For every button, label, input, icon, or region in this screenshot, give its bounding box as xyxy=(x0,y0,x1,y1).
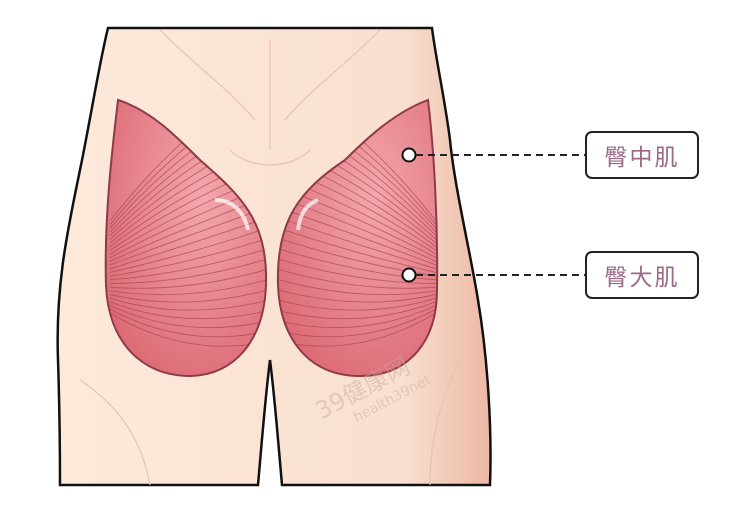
muscle-fiber xyxy=(109,227,267,277)
muscle-fiber xyxy=(109,185,267,262)
muscle-fiber xyxy=(109,300,267,320)
muscle-fiber xyxy=(109,206,267,270)
muscle-fiber xyxy=(277,164,437,255)
leader-lines xyxy=(416,154,585,276)
muscle-fiber xyxy=(277,143,437,248)
muscle-fiber xyxy=(109,308,267,338)
muscle-fiber xyxy=(277,122,437,240)
muscle-fiber xyxy=(277,174,437,259)
marker-gluteus-maximus xyxy=(401,267,417,283)
muscle-fiber xyxy=(277,312,437,347)
muscle-fiber xyxy=(277,195,437,266)
muscle-fiber xyxy=(277,216,437,273)
muscle-fiber xyxy=(109,290,267,311)
muscle-fiber xyxy=(109,305,267,329)
muscle-fiber xyxy=(109,132,267,244)
muscle-fiber xyxy=(277,308,437,338)
muscle-fiber xyxy=(277,300,437,320)
muscle-fiber xyxy=(277,279,437,303)
muscle-fiber xyxy=(277,132,437,244)
skin-contour-lines xyxy=(79,29,461,486)
muscle-fiber xyxy=(109,122,267,240)
muscle-fiber xyxy=(109,143,267,248)
muscle-fiber xyxy=(277,269,437,296)
muscle-fiber xyxy=(277,290,437,311)
muscle-fiber xyxy=(109,269,267,296)
muscle-fiber xyxy=(277,248,437,284)
muscle-fiber xyxy=(277,153,437,251)
muscle-fiber xyxy=(277,258,437,289)
muscle-fiber xyxy=(109,258,267,289)
muscle-fiber xyxy=(277,185,437,262)
muscle-fiber xyxy=(109,237,267,281)
muscle-fiber xyxy=(109,195,267,266)
muscle-fiber xyxy=(109,312,267,347)
muscle-fiber xyxy=(277,305,437,329)
marker-gluteus-medius xyxy=(401,147,417,163)
label-gluteus-medius: 臀中肌 xyxy=(585,131,699,179)
muscle-fiber xyxy=(109,279,267,303)
label-gluteus-maximus: 臀大肌 xyxy=(585,251,699,299)
muscle-fiber xyxy=(109,174,267,259)
muscle-fiber xyxy=(277,206,437,270)
muscle-fiber xyxy=(109,164,267,255)
muscle-fiber xyxy=(109,153,267,251)
muscle-fiber xyxy=(109,216,267,273)
muscle-fiber xyxy=(109,248,267,284)
